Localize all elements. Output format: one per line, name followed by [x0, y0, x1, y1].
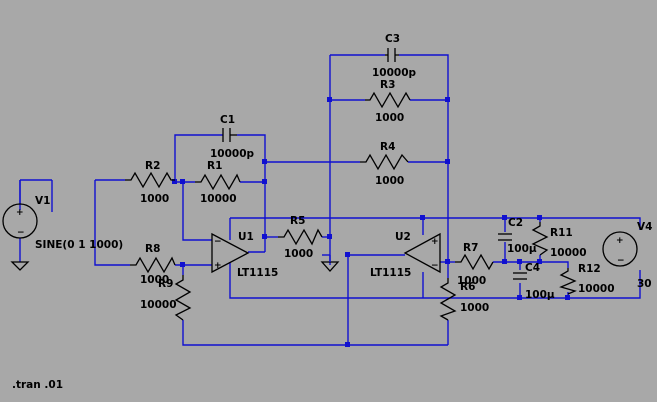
- resistor-r9: [174, 275, 192, 321]
- svg-text:−: −: [17, 228, 25, 238]
- r7-ref: R7: [463, 242, 478, 254]
- capacitor-c4: [513, 272, 527, 280]
- r12-value: 10000: [578, 283, 615, 295]
- resistor-r11: [531, 222, 549, 256]
- r9-value: 10000: [140, 299, 177, 311]
- r6-ref: R6: [460, 281, 475, 293]
- resistor-r2: [125, 171, 175, 189]
- v4-ref: V4: [637, 221, 652, 233]
- svg-text:−: −: [431, 261, 439, 271]
- svg-text:+: +: [431, 237, 439, 247]
- c2-value: 100µ: [507, 243, 537, 255]
- c2-ref: C2: [508, 217, 523, 229]
- c4-ref: C4: [525, 262, 540, 274]
- r4-ref: R4: [380, 141, 395, 153]
- resistor-r1: [195, 173, 241, 191]
- ground-v1: [10, 261, 30, 271]
- source-v1: + −: [2, 180, 38, 239]
- svg-text:−: −: [214, 237, 222, 247]
- v1-value: SINE(0 1 1000): [35, 239, 123, 251]
- r11-value: 10000: [550, 247, 587, 259]
- r5-value: 1000: [284, 248, 313, 260]
- r2-ref: R2: [145, 160, 160, 172]
- r6-value: 1000: [460, 302, 489, 314]
- r7-value: 1000: [457, 275, 486, 287]
- u2-ref: U2: [395, 231, 411, 243]
- r1-value: 10000: [200, 193, 237, 205]
- opamp-u1: − +: [211, 232, 250, 274]
- r12-ref: R12: [578, 263, 601, 275]
- r5-ref: R5: [290, 215, 305, 227]
- resistor-r6: [439, 278, 457, 321]
- u1-ref: U1: [238, 231, 254, 243]
- spice-directive: .tran .01: [12, 379, 63, 391]
- capacitor-c3: [385, 48, 399, 62]
- junctions: [172, 97, 570, 347]
- r1-ref: R1: [207, 160, 222, 172]
- resistor-r12: [559, 268, 577, 295]
- source-v4: + −: [602, 231, 638, 267]
- resistor-r4: [360, 153, 409, 171]
- u1-value: LT1115: [237, 267, 278, 279]
- resistor-r5: [278, 228, 323, 246]
- svg-text:+: +: [16, 208, 24, 218]
- c1-ref: C1: [220, 114, 235, 126]
- v4-value: 30: [637, 278, 652, 290]
- r2-value: 1000: [140, 193, 169, 205]
- r11-ref: R11: [550, 227, 573, 239]
- svg-text:+: +: [214, 261, 222, 271]
- r3-value: 1000: [375, 112, 404, 124]
- r8-ref: R8: [145, 243, 160, 255]
- r4-value: 1000: [375, 175, 404, 187]
- r9-ref: R9: [158, 278, 173, 290]
- resistor-r8: [130, 256, 176, 274]
- c4-value: 100µ: [525, 289, 555, 301]
- v1-ref: V1: [35, 195, 50, 207]
- capacitor-c1: [222, 128, 237, 142]
- r8-value: 1000: [140, 274, 169, 286]
- c3-ref: C3: [385, 33, 400, 45]
- ground-u2: [320, 255, 340, 272]
- svg-text:−: −: [617, 256, 625, 266]
- opamp-u2: + −: [403, 232, 441, 274]
- c3-value: 10000p: [372, 67, 417, 79]
- svg-text:+: +: [616, 236, 624, 246]
- capacitor-c2: [498, 233, 512, 241]
- resistor-r3: [365, 91, 411, 109]
- r3-ref: R3: [380, 79, 395, 91]
- resistor-r7: [455, 253, 494, 271]
- c1-value: 10000p: [210, 148, 255, 160]
- u2-value: LT1115: [370, 267, 411, 279]
